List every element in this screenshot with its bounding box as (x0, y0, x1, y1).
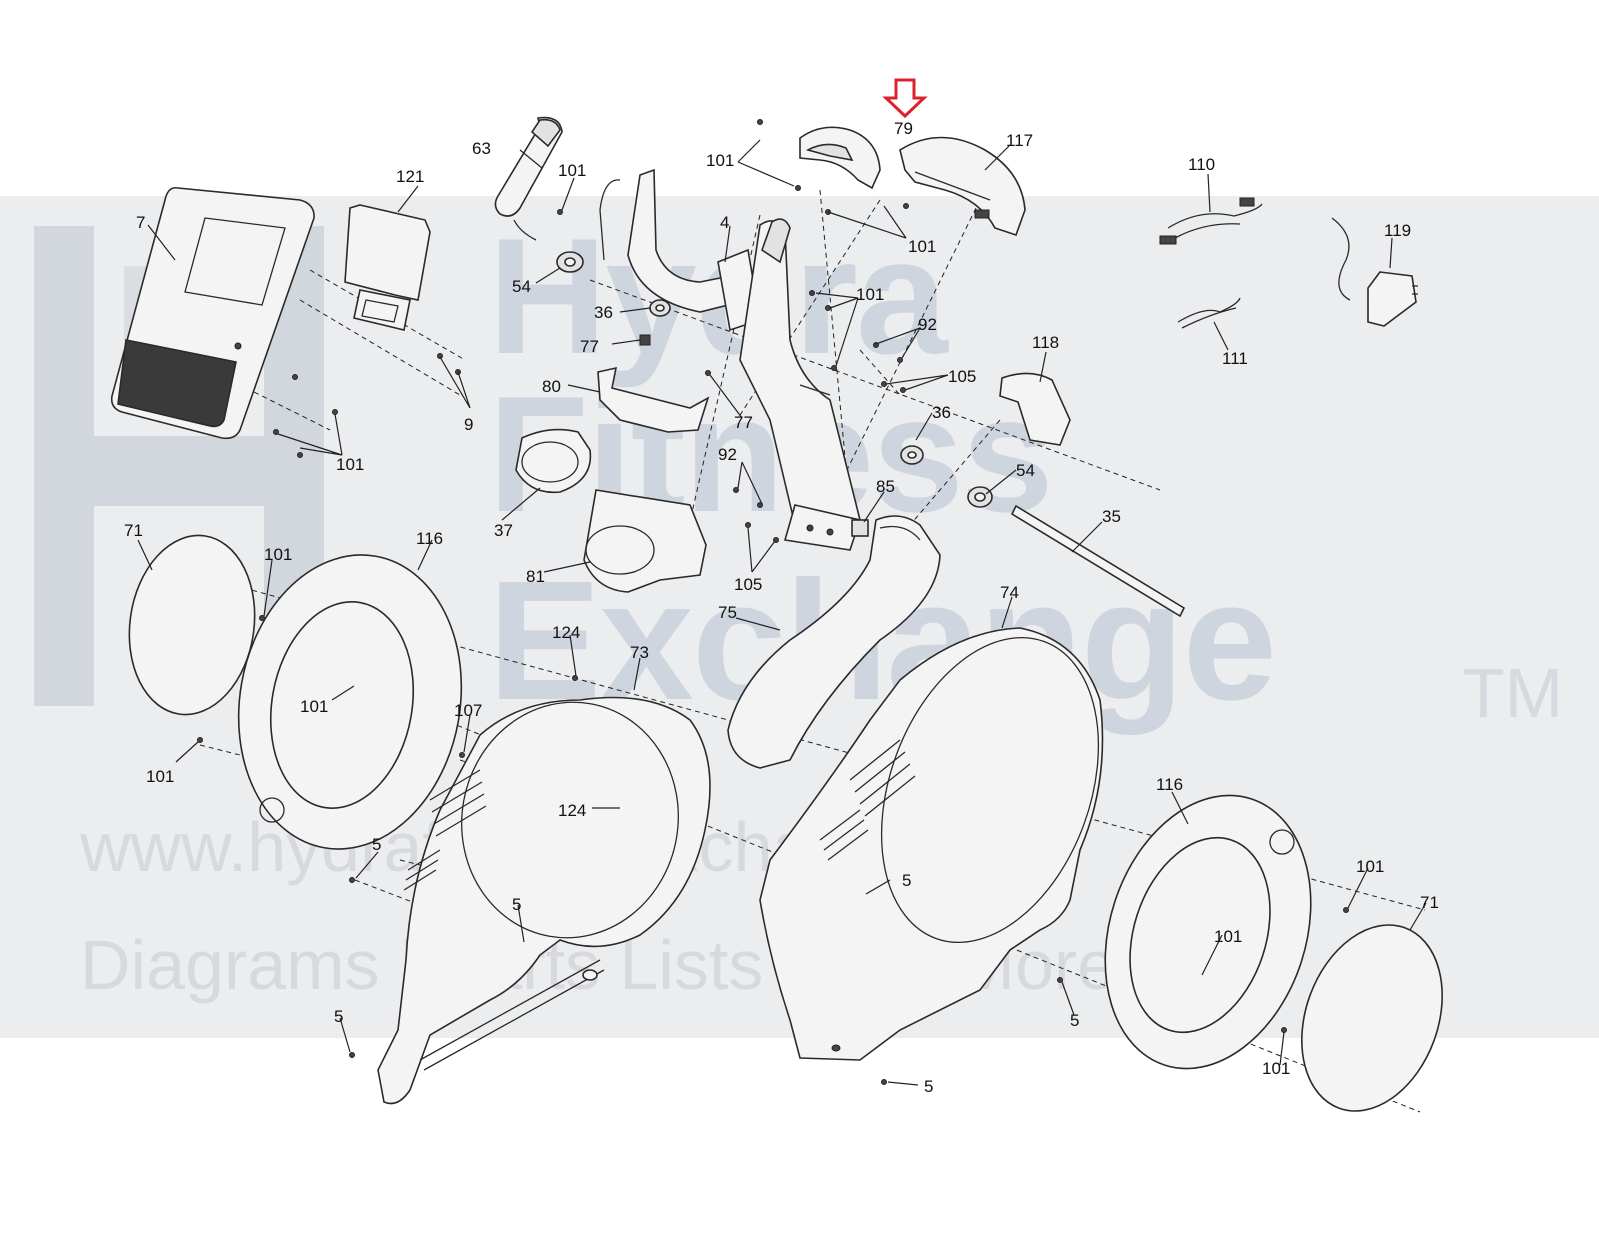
callout-5: 5 (1070, 1011, 1079, 1030)
handle-part-63 (494, 116, 563, 241)
callout-36: 36 (594, 303, 613, 322)
callout-5: 5 (372, 835, 381, 854)
callout-5: 5 (924, 1077, 933, 1096)
callout-63: 63 (472, 139, 491, 158)
highlight-arrow-icon (882, 78, 928, 119)
callout-73: 73 (630, 643, 649, 662)
disc-cover-part-71-left (128, 534, 256, 716)
callout-81: 81 (526, 567, 545, 586)
callout-92: 92 (918, 315, 937, 334)
callout-79: 79 (894, 119, 913, 138)
screws (197, 119, 1349, 1085)
callout-101: 101 (300, 697, 328, 716)
callout-80: 80 (542, 377, 561, 396)
callout-71: 71 (1420, 893, 1439, 912)
ring-part-116-left (237, 554, 463, 850)
callout-4: 4 (720, 213, 729, 232)
callout-101: 101 (1214, 927, 1242, 946)
cover-part-37 (515, 428, 592, 494)
callout-105: 105 (734, 575, 762, 594)
callout-101: 101 (558, 161, 586, 180)
callout-119: 119 (1384, 221, 1411, 240)
watermark-trademark: TM (1462, 654, 1564, 732)
callout-75: 75 (718, 603, 737, 622)
bearing-part-54-right (967, 486, 993, 508)
callout-77: 77 (580, 337, 599, 356)
callout-labels: 79 117 63 101 101 121 7 4 101 110 119 54… (124, 119, 1439, 1096)
disc-cover-part-71-right (1301, 924, 1443, 1112)
callout-101: 101 (264, 545, 292, 564)
callout-5: 5 (902, 871, 911, 890)
hood-part-79 (799, 126, 881, 190)
callout-35: 35 (1102, 507, 1121, 526)
callout-101: 101 (1356, 857, 1384, 876)
leader-lines (137, 139, 1427, 1086)
callout-124: 124 (552, 623, 580, 642)
callout-107: 107 (454, 701, 482, 720)
wire-harness-part-110 (1159, 197, 1263, 245)
callout-101: 101 (146, 767, 174, 786)
power-adapter-part-119 (1331, 217, 1418, 327)
callout-74: 74 (1000, 583, 1019, 602)
spring-part-77-top (639, 334, 651, 346)
axle-part-35 (1010, 504, 1186, 618)
bushing-part-36-left (649, 299, 671, 317)
console-bracket-part-121 (344, 204, 431, 331)
callout-105: 105 (948, 367, 976, 386)
callout-111: 111 (1222, 349, 1248, 368)
callout-54: 54 (512, 277, 531, 296)
callout-36: 36 (932, 403, 951, 422)
spring-part-85 (851, 519, 869, 537)
callout-37: 37 (494, 521, 513, 540)
callout-101: 101 (856, 285, 884, 304)
cover-part-81 (583, 489, 707, 593)
callout-5: 5 (512, 895, 521, 914)
callout-7: 7 (136, 213, 145, 232)
callout-101: 101 (336, 455, 364, 474)
side-shroud-part-73 (377, 696, 711, 1105)
callout-101: 101 (908, 237, 936, 256)
wire-part-111 (1177, 297, 1241, 329)
bearing-part-54-left (556, 251, 584, 273)
ring-part-116-right (1104, 794, 1312, 1070)
callout-101: 101 (1262, 1059, 1290, 1078)
callout-5: 5 (334, 1007, 343, 1026)
shroud-part-118 (999, 372, 1071, 446)
callout-92: 92 (718, 445, 737, 464)
console-part-7 (110, 186, 315, 440)
callout-71: 71 (124, 521, 143, 540)
callout-101: 101 (706, 151, 734, 170)
callout-77: 77 (734, 413, 753, 432)
bushing-part-36-right (900, 445, 924, 465)
callout-110: 110 (1188, 155, 1215, 174)
bracket-part-80 (597, 366, 710, 433)
hood-part-117 (899, 136, 1026, 237)
callout-117: 117 (1006, 131, 1033, 150)
callout-9: 9 (464, 415, 473, 434)
callout-116: 116 (416, 529, 443, 548)
frame-cover-part-75 (727, 515, 941, 769)
upright-part-4 (599, 168, 862, 551)
side-shroud-part-74 (759, 627, 1104, 1061)
callout-118: 118 (1032, 333, 1059, 352)
callout-54: 54 (1016, 461, 1035, 480)
callout-124: 124 (558, 801, 586, 820)
callout-121: 121 (396, 167, 424, 186)
callout-85: 85 (876, 477, 895, 496)
callout-116: 116 (1156, 775, 1183, 794)
